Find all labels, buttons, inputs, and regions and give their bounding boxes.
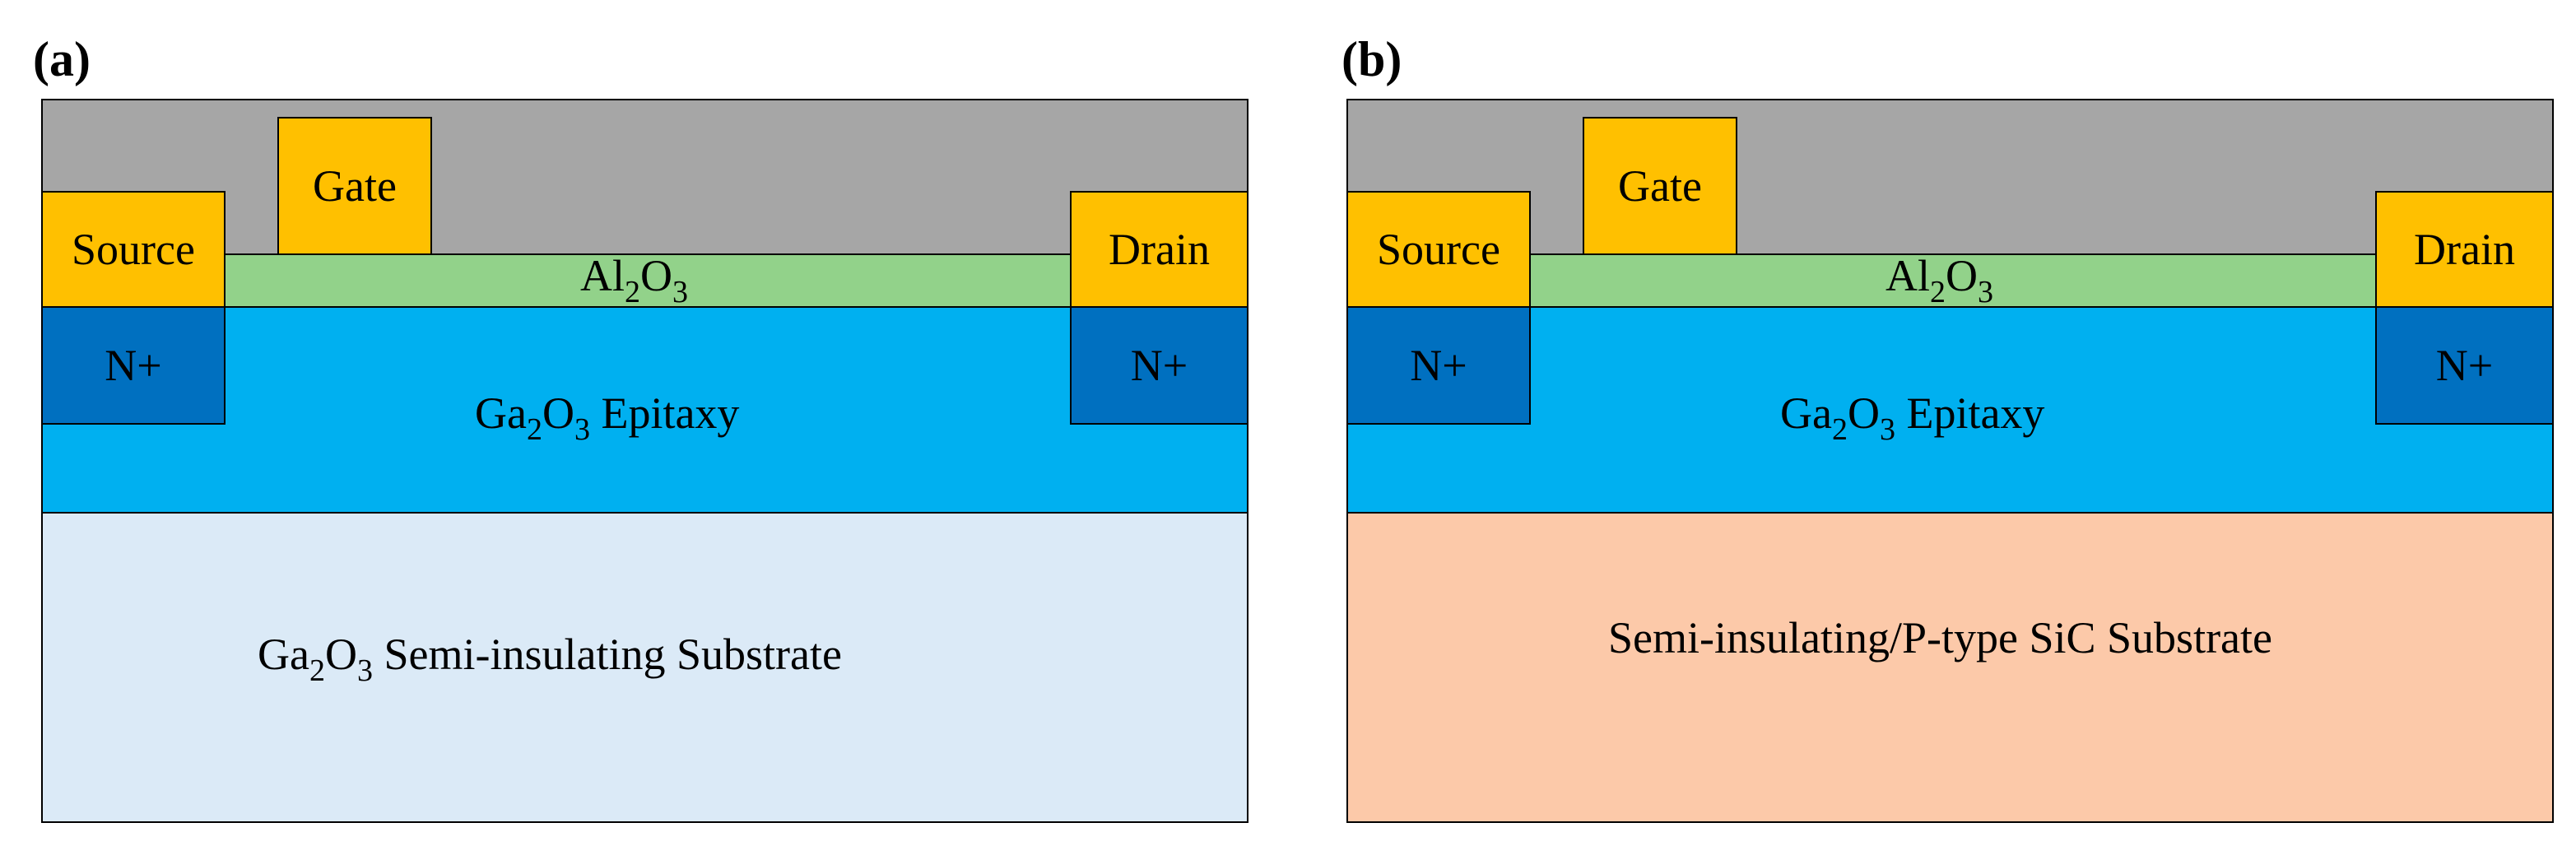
substrate-label: Ga2O3 Semi-insulating Substrate xyxy=(258,630,842,688)
oxide-label: Al2O3 xyxy=(580,251,688,309)
n-plus-left-region xyxy=(1346,306,1531,425)
substrate-layer xyxy=(41,512,1248,823)
n-plus-left-region xyxy=(41,306,226,425)
epitaxy-label: Ga2O3 Epitaxy xyxy=(1780,388,2045,447)
gate-label: Gate xyxy=(313,161,397,211)
panel-b-label: (b) xyxy=(1341,32,1402,86)
oxide-layer xyxy=(224,253,1072,308)
gate-contact xyxy=(277,117,432,255)
oxide-label: Al2O3 xyxy=(1886,251,1993,309)
panel-a-label: (a) xyxy=(33,32,91,86)
drain-contact xyxy=(2375,191,2554,308)
epitaxy-layer xyxy=(41,306,1248,514)
n-plus-left-label: N+ xyxy=(105,341,162,390)
oxide-layer xyxy=(1529,253,2377,308)
drain-label: Drain xyxy=(2414,225,2515,274)
device-b-cross-section: Gate Source Drain N+ N+ Al2O3 Ga2O3 Epit… xyxy=(1346,99,2554,823)
source-label: Source xyxy=(1377,225,1500,274)
drain-contact xyxy=(1070,191,1248,308)
source-contact xyxy=(1346,191,1531,308)
epitaxy-label: Ga2O3 Epitaxy xyxy=(475,388,740,447)
source-contact xyxy=(41,191,226,308)
n-plus-right-region xyxy=(2375,306,2554,425)
substrate-label: Semi-insulating/P-type SiC Substrate xyxy=(1608,613,2272,662)
gate-contact xyxy=(1583,117,1737,255)
n-plus-left-label: N+ xyxy=(1410,341,1467,390)
substrate-layer xyxy=(1346,512,2554,823)
n-plus-right-label: N+ xyxy=(2435,341,2494,390)
device-a-cross-section: Gate Source Drain N+ N+ Al2O3 Ga2O3 Epit… xyxy=(41,99,1248,823)
drain-label: Drain xyxy=(1109,225,1210,274)
gate-label: Gate xyxy=(1618,161,1702,211)
source-label: Source xyxy=(72,225,195,274)
n-plus-right-label: N+ xyxy=(1130,341,1188,390)
